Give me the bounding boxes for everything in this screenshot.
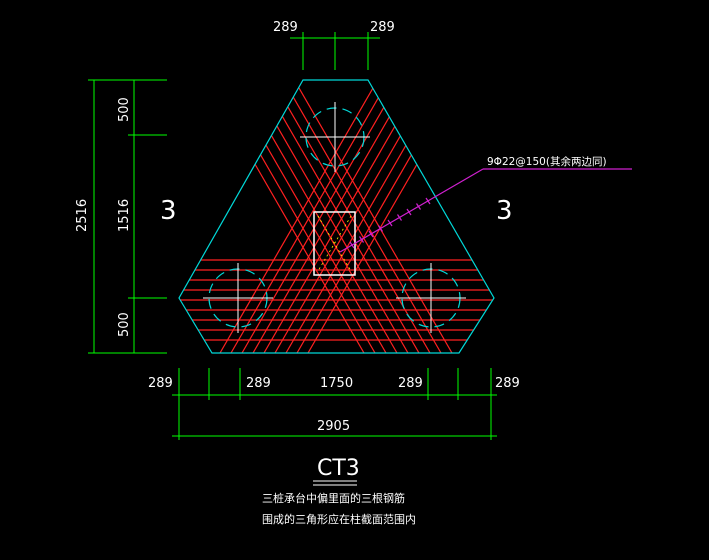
leader-tick — [378, 225, 383, 232]
note-line-2: 围成的三角形应在柱截面范围内 — [262, 512, 416, 526]
bottom-dim-3: 1750 — [320, 376, 353, 391]
rebar-line — [212, 80, 387, 353]
section-mark-right: 3 — [496, 196, 513, 226]
rebar-line — [285, 80, 460, 353]
rebar-leader — [339, 168, 632, 253]
rebar-line — [230, 80, 405, 353]
rebar-line — [190, 80, 365, 353]
pile-cap-outline — [178, 79, 495, 354]
bottom-dim-5: 289 — [495, 376, 520, 391]
rebar-line — [274, 80, 449, 353]
rebar-line — [234, 80, 409, 353]
rebar-line — [223, 80, 398, 353]
left-dim-segment-1: 500 — [117, 97, 132, 122]
pile-bottom-left — [203, 263, 273, 333]
rebar-line — [278, 80, 453, 353]
pile-bottom-right — [396, 263, 466, 333]
rebar-line — [307, 80, 482, 353]
leader-tick — [406, 208, 412, 216]
title-underline — [313, 480, 357, 486]
rebar-mesh — [179, 80, 494, 353]
top-dim-left: 289 — [273, 20, 298, 35]
leader-tick — [416, 203, 421, 210]
rebar-line — [241, 80, 416, 353]
rebar-line — [252, 80, 427, 353]
leader-tick — [425, 197, 431, 205]
leader-tick — [368, 230, 374, 238]
drawing-title: CT3 — [317, 456, 360, 481]
rebar-note: 9Φ22@150(其余两边同) — [487, 155, 607, 168]
left-dim-segment-2: 1516 — [117, 199, 132, 232]
top-dim-right: 289 — [370, 20, 395, 35]
rebar-line — [201, 80, 376, 353]
section-mark-left: 3 — [160, 196, 177, 226]
rebar-line — [296, 80, 471, 353]
note-line-1: 三桩承台中偏里面的三根钢筋 — [262, 491, 405, 505]
leader-tick — [359, 236, 364, 243]
left-dim-total: 2516 — [75, 199, 90, 232]
rebar-line — [267, 80, 442, 353]
leader-tick — [397, 214, 402, 221]
rebar-line — [263, 80, 438, 353]
rebar-line — [219, 80, 394, 353]
bottom-dim-2: 289 — [246, 376, 271, 391]
left-dim-segment-3: 500 — [117, 312, 132, 337]
bottom-dim-4: 289 — [398, 376, 423, 391]
pile-top — [300, 102, 370, 172]
bottom-dim-1: 289 — [148, 376, 173, 391]
bottom-dim-total: 2905 — [317, 419, 350, 434]
rebar-line — [245, 80, 420, 353]
left-dimension — [88, 79, 167, 354]
top-dimension — [290, 32, 380, 70]
leader-tick — [387, 219, 393, 227]
bottom-dimension — [172, 368, 497, 440]
leader-tick — [349, 241, 355, 249]
